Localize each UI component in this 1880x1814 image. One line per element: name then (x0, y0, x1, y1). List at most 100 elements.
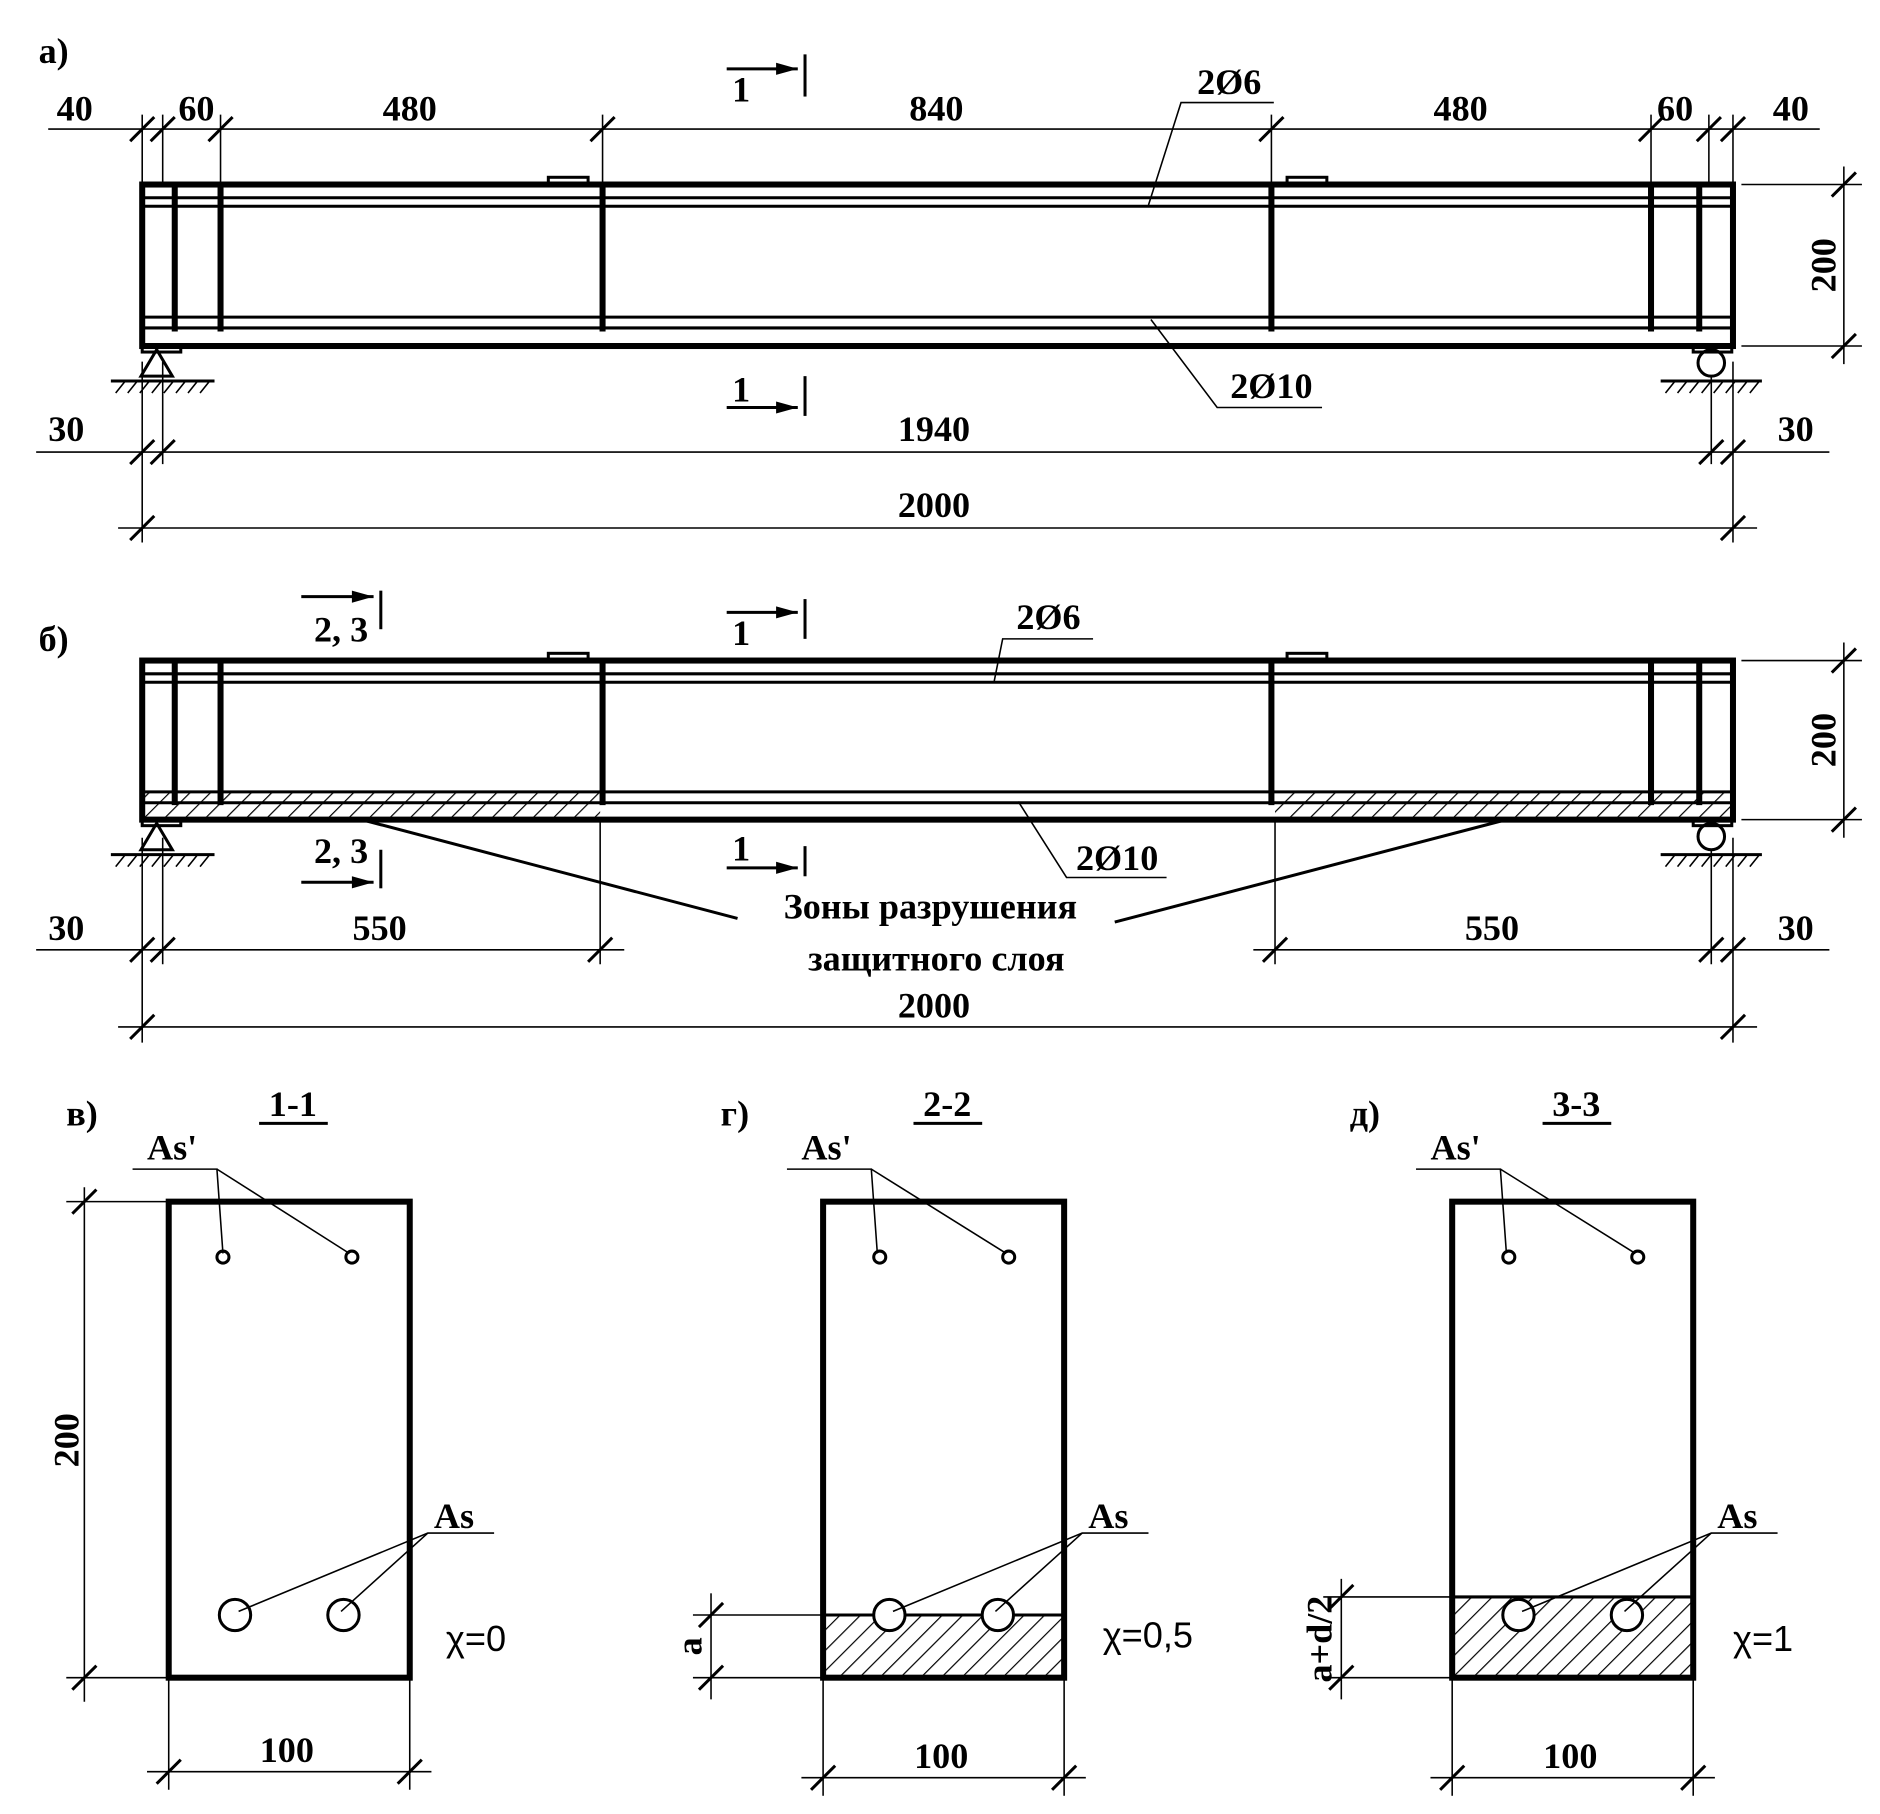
top-bars-label: 2Ø6 (1197, 62, 1261, 102)
dimension-tick (129, 1013, 156, 1041)
section-title: 2-2 (923, 1084, 971, 1124)
section-mark-23-top: 2, 3 (301, 590, 383, 649)
as-top-label: As' (147, 1127, 197, 1167)
dim-label: 550 (1465, 908, 1519, 948)
dimension-tick (809, 1764, 837, 1791)
width-label: 100 (1543, 1736, 1597, 1776)
width-label: 100 (914, 1736, 968, 1776)
dimension-ticks (809, 1764, 1078, 1791)
dimension-ticks (129, 438, 1747, 466)
dim-label: 60 (178, 89, 214, 129)
section-label: в) (66, 1094, 98, 1134)
dimension-tick (1719, 514, 1747, 542)
section-3-3: д) 3-3 As' As a+d/2 100 χ=1 (1300, 1084, 1793, 1796)
dim-label: 2000 (898, 985, 970, 1025)
dim-label: 30 (1778, 409, 1814, 449)
height-label: 200 (1803, 238, 1843, 292)
spalling-zone-left (142, 791, 601, 820)
stirrups (171, 184, 1703, 332)
dimension-ticks (1830, 647, 1857, 833)
load-plate (546, 175, 590, 187)
height-label: 200 (46, 1413, 86, 1467)
cover-dim-label: a+d/2 (1300, 1596, 1340, 1683)
dimension-ticks (1328, 1583, 1355, 1691)
dim-label: 550 (353, 908, 407, 948)
svg-text:1: 1 (732, 613, 750, 653)
bottom-bars-label: 2Ø10 (1076, 838, 1158, 878)
dimension-ticks (129, 1013, 1747, 1041)
dim-label: 480 (1434, 89, 1488, 129)
section-title: 3-3 (1552, 1084, 1600, 1124)
svg-text:Зоны разрушения: Зоны разрушения (784, 886, 1077, 926)
top-bars-label: 2Ø6 (1016, 597, 1080, 637)
chi-label: χ=0 (446, 1618, 506, 1659)
dimension-ticks (697, 1601, 725, 1691)
dimension-tick (587, 936, 614, 963)
dimension-tick (1051, 1764, 1078, 1791)
cover-dim-label: a (669, 1637, 709, 1655)
svg-text:1: 1 (732, 829, 750, 869)
section-1-1: в) 1-1 As' As 200 100 χ=0 (46, 1084, 506, 1790)
section-label: г) (721, 1094, 749, 1134)
beam-outline (139, 657, 1736, 823)
dimension-tick (1830, 806, 1857, 833)
panel-a: а) 40 60 480 840 480 60 40 1 1 2Ø6 2Ø10 … (36, 31, 1862, 543)
chi-label: χ=1 (1733, 1618, 1793, 1659)
dimension-ticks (155, 1758, 423, 1785)
section-mark-1-bottom: 1 (726, 829, 807, 877)
dimension-tick (1719, 936, 1747, 963)
width-label: 100 (260, 1730, 314, 1770)
chi-label: χ=0,5 (1103, 1615, 1193, 1656)
spalling-zone-right (1275, 791, 1733, 820)
as-bottom-label: As (434, 1496, 474, 1536)
svg-text:защитного слоя: защитного слоя (808, 938, 1064, 978)
section-mark-1-top: 1 (726, 54, 807, 109)
dimension-tick (1680, 1764, 1707, 1791)
dimension-ticks (1830, 171, 1857, 360)
dimension-tick (71, 1664, 98, 1691)
dimension-tick (129, 514, 156, 542)
dimension-tick (155, 1758, 182, 1785)
spalled-cover (1452, 1596, 1694, 1678)
dimension-tick (1830, 332, 1857, 360)
dimension-tick (1830, 171, 1857, 198)
dimension-tick (1439, 1764, 1466, 1791)
section-2-2: г) 2-2 As' As a 100 χ=0,5 (669, 1084, 1193, 1796)
height-label: 200 (1803, 713, 1843, 767)
as-top-label: As' (801, 1127, 851, 1167)
dimension-tick (149, 438, 176, 466)
dimension-ticks (129, 936, 1747, 963)
dim-label: 480 (383, 89, 437, 129)
dimension-ticks (1439, 1764, 1707, 1791)
dimension-tick (71, 1188, 98, 1215)
dimension-tick (129, 936, 156, 963)
spalled-cover (823, 1615, 1065, 1678)
dim-label: 30 (48, 409, 84, 449)
dimension-tick (396, 1758, 423, 1785)
dim-label: 30 (48, 908, 84, 948)
dimension-tick (129, 438, 156, 466)
bottom-bars-label: 2Ø10 (1230, 366, 1312, 406)
dim-label: 40 (57, 89, 93, 129)
dimension-tick (149, 936, 176, 963)
load-plate (1285, 175, 1329, 187)
panel-a-label: а) (39, 31, 69, 71)
section-mark-1-top: 1 (726, 599, 807, 653)
spalling-zones-note: Зоны разрушения защитного слоя (361, 818, 1507, 978)
as-top-label: As' (1430, 1127, 1480, 1167)
longitudinal-bars (142, 196, 1733, 330)
dimension-ticks (71, 1188, 98, 1691)
panel-b-label: б) (39, 619, 69, 659)
beam-outline (139, 181, 1736, 350)
as-bottom-label: As (1088, 1496, 1128, 1536)
section-mark-1-bottom: 1 (726, 369, 807, 416)
dimension-tick (1698, 438, 1725, 466)
svg-text:2, 3: 2, 3 (314, 831, 368, 871)
dim-label: 40 (1773, 89, 1809, 129)
svg-text:1: 1 (732, 369, 750, 409)
dim-label: 1940 (898, 409, 970, 449)
dimension-tick (1719, 438, 1747, 466)
section-label: д) (1350, 1094, 1380, 1134)
dimension-tick (697, 1601, 725, 1629)
dimension-ticks (129, 514, 1747, 542)
